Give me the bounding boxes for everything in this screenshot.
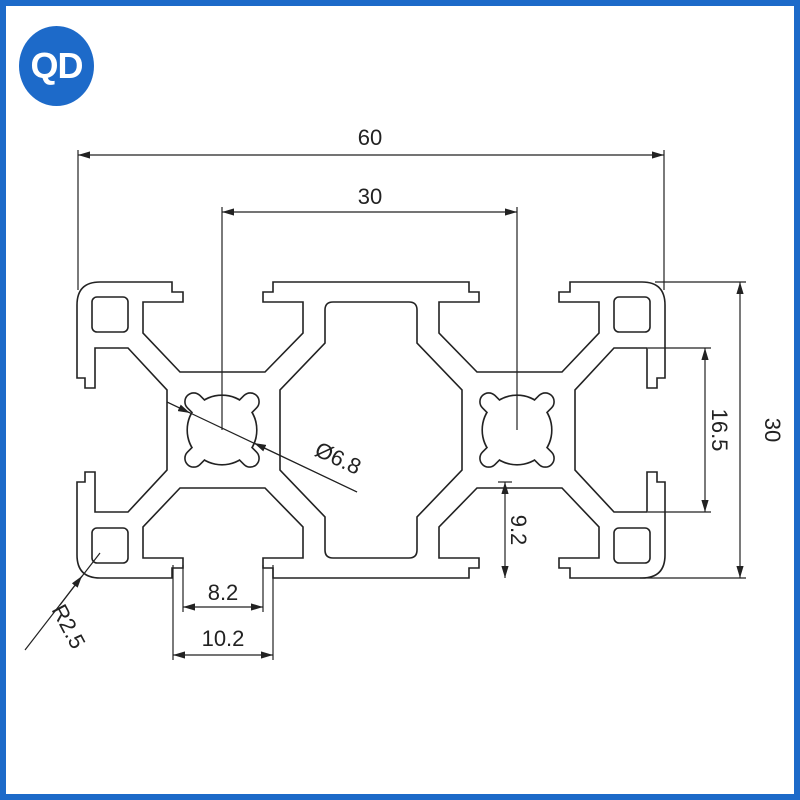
dim-diameter-6-8: Ø6.8 bbox=[311, 437, 365, 480]
qd-logo: QD bbox=[19, 26, 94, 106]
dim-radius-2-5: R2.5 bbox=[47, 600, 91, 653]
dim-30-pitch: 30 bbox=[358, 184, 382, 209]
dimension-lines bbox=[24, 150, 746, 660]
dim-16-5: 16.5 bbox=[707, 409, 732, 452]
dimension-labels: 60 30 30 16.5 9.2 8.2 10.2 Ø6.8 R2.5 bbox=[47, 125, 785, 653]
dim-30-height: 30 bbox=[760, 418, 785, 442]
dim-10-2: 10.2 bbox=[202, 626, 245, 651]
dim-9-2: 9.2 bbox=[506, 515, 531, 546]
dim-60: 60 bbox=[358, 125, 382, 150]
logo-text: QD bbox=[30, 45, 84, 86]
dim-8-2: 8.2 bbox=[208, 580, 239, 605]
aluminum-profile-outline bbox=[76, 281, 666, 579]
